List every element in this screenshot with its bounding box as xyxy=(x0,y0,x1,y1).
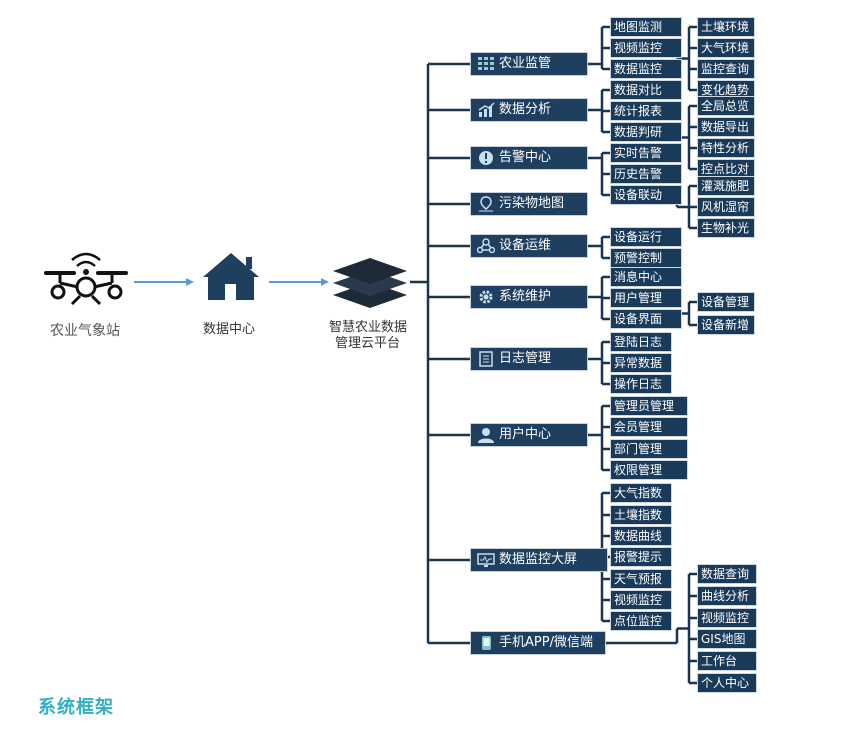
sub-node: 消息中心 xyxy=(610,267,682,287)
sub-node: 预警控制 xyxy=(610,248,682,268)
sub-node: 设备运行 xyxy=(610,227,682,247)
category-label: 告警中心 xyxy=(499,150,552,165)
leaf-node: 设备管理 xyxy=(697,292,755,312)
sub-node: 异常数据 xyxy=(610,353,672,373)
category-node: 污染物地图 xyxy=(470,192,588,216)
monitor-icon xyxy=(477,552,495,568)
leaf-node: 工作台 xyxy=(697,651,757,671)
sub-node: 视频监控 xyxy=(610,590,672,610)
sub-node: 数据判研 xyxy=(610,122,682,142)
category-node: 手机APP/微信端 xyxy=(470,631,606,655)
sub-node: 报警提示 xyxy=(610,547,672,567)
sub-node: 设备界面 xyxy=(610,309,682,329)
data-center-icon xyxy=(203,253,259,300)
leaf-node: 曲线分析 xyxy=(697,586,757,606)
data-center-label: 数据中心 xyxy=(203,322,256,337)
leaf-node: 特性分析 xyxy=(697,138,755,158)
leaf-node: 视频监控 xyxy=(697,608,757,628)
sub-node: 天气预报 xyxy=(610,569,672,589)
sub-node: 权限管理 xyxy=(610,460,688,480)
category-label: 系统维护 xyxy=(499,289,552,304)
category-label: 日志管理 xyxy=(499,351,552,366)
sub-node: 用户管理 xyxy=(610,288,682,308)
category-label: 污染物地图 xyxy=(499,196,565,211)
leaf-node: 设备新增 xyxy=(697,315,755,335)
platform-label-line1: 智慧农业数据 xyxy=(329,320,408,335)
leaf-node: 生物补光 xyxy=(697,218,755,238)
sub-node: 地图监测 xyxy=(610,17,682,37)
category-label: 农业监管 xyxy=(499,56,552,71)
sub-node: 操作日志 xyxy=(610,374,672,394)
leaf-node: 监控查询 xyxy=(697,59,755,79)
sub-node: 视频监控 xyxy=(610,38,682,58)
category-label: 数据监控大屏 xyxy=(499,552,578,567)
category-label: 用户中心 xyxy=(499,427,552,442)
station-label: 农业气象站 xyxy=(50,323,120,339)
cloud-platform-stack-icon xyxy=(333,258,407,308)
sub-node: 土壤指数 xyxy=(610,505,672,525)
sub-node: 管理员管理 xyxy=(610,396,688,416)
footer-title: 系统框架 xyxy=(38,697,114,718)
sub-node: 登陆日志 xyxy=(610,332,672,352)
sub-node: 实时告警 xyxy=(610,143,682,163)
category-node: 数据监控大屏 xyxy=(470,548,608,572)
leaf-node: 土壤环境 xyxy=(697,17,755,37)
weather-station-icon xyxy=(44,252,128,306)
sub-node: 数据对比 xyxy=(610,80,682,100)
flow-arrow xyxy=(269,278,329,286)
map-pin-icon xyxy=(477,196,495,212)
leaf-node: GIS地图 xyxy=(697,629,757,649)
network-icon xyxy=(476,238,496,254)
platform-label-line2: 管理云平台 xyxy=(335,336,401,351)
alert-icon xyxy=(477,150,495,166)
leaf-node: 数据导出 xyxy=(697,117,755,137)
document-icon xyxy=(477,351,495,367)
category-node: 数据分析 xyxy=(470,98,588,122)
leaf-node: 全局总览 xyxy=(697,96,755,116)
category-label: 手机APP/微信端 xyxy=(499,635,593,650)
leaf-node: 控点比对 xyxy=(697,159,755,179)
gear-icon xyxy=(477,289,495,305)
sub-node: 历史告警 xyxy=(610,164,682,184)
user-icon xyxy=(477,427,495,443)
category-node: 系统维护 xyxy=(470,285,588,309)
leaf-node: 数据查询 xyxy=(697,564,757,584)
leaf-node: 灌溉施肥 xyxy=(697,176,755,196)
category-node: 用户中心 xyxy=(470,423,588,447)
chart-icon xyxy=(477,102,495,118)
sub-node: 大气指数 xyxy=(610,483,672,503)
leaf-node: 大气环境 xyxy=(697,38,755,58)
category-node: 日志管理 xyxy=(470,347,588,371)
category-label: 数据分析 xyxy=(499,102,552,117)
sub-node: 设备联动 xyxy=(610,185,682,205)
category-label: 设备运维 xyxy=(499,238,552,253)
category-node: 农业监管 xyxy=(470,52,588,76)
category-node: 设备运维 xyxy=(470,234,588,258)
phone-icon xyxy=(477,635,495,651)
grid-icon xyxy=(477,56,495,72)
sub-node: 数据监控 xyxy=(610,59,682,79)
leaf-node: 风机湿帘 xyxy=(697,197,755,217)
sub-node: 会员管理 xyxy=(610,417,688,437)
leaf-node: 个人中心 xyxy=(697,673,757,693)
category-node: 告警中心 xyxy=(470,146,588,170)
sub-node: 统计报表 xyxy=(610,101,682,121)
sub-node: 数据曲线 xyxy=(610,526,672,546)
sub-node: 部门管理 xyxy=(610,439,688,459)
sub-node: 点位监控 xyxy=(610,611,672,631)
flow-arrow xyxy=(134,278,194,286)
